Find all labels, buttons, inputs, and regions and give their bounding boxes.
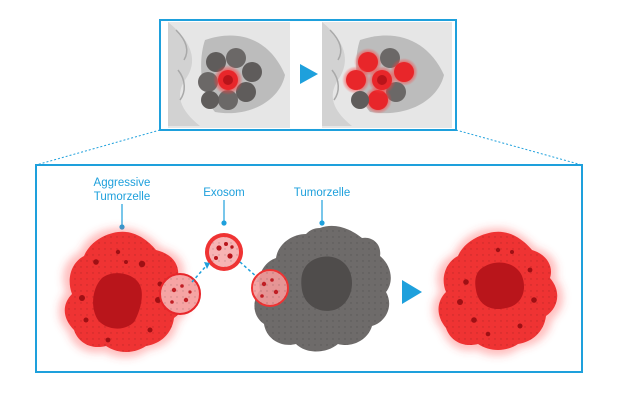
tumor-cluster-before (198, 48, 262, 110)
label-tumor-cell: Tumorzelle (294, 187, 350, 199)
aggressive-nucleus (93, 273, 142, 329)
tumor-cluster-after (342, 48, 418, 114)
pointer-dot-exosome (221, 220, 227, 226)
resulting-aggressive-cell (432, 227, 564, 356)
zoom-line-right (455, 129, 583, 166)
play-arrow-icon (402, 280, 422, 304)
motion-arrow-1 (191, 265, 207, 283)
play-arrow-icon (300, 64, 318, 84)
label-aggressive-line1: Aggressive (94, 177, 151, 189)
pointer-dot-tumor-cell (319, 220, 325, 226)
label-exosome: Exosom (203, 187, 245, 199)
breast-before (168, 22, 290, 128)
motion-arrow-head-1 (204, 262, 210, 269)
result-nucleus (475, 262, 525, 310)
gray-nucleus (301, 256, 353, 311)
gray-tumor-cell (251, 225, 391, 352)
aggressive-tumor-cell (58, 227, 201, 358)
top-panel (159, 19, 457, 131)
breast-after (322, 22, 452, 128)
motion-arrow-2 (239, 261, 259, 279)
exosome-particle (205, 233, 243, 271)
zoom-line-left (35, 129, 161, 166)
label-aggressive-line2: Tumorzelle (94, 191, 150, 203)
